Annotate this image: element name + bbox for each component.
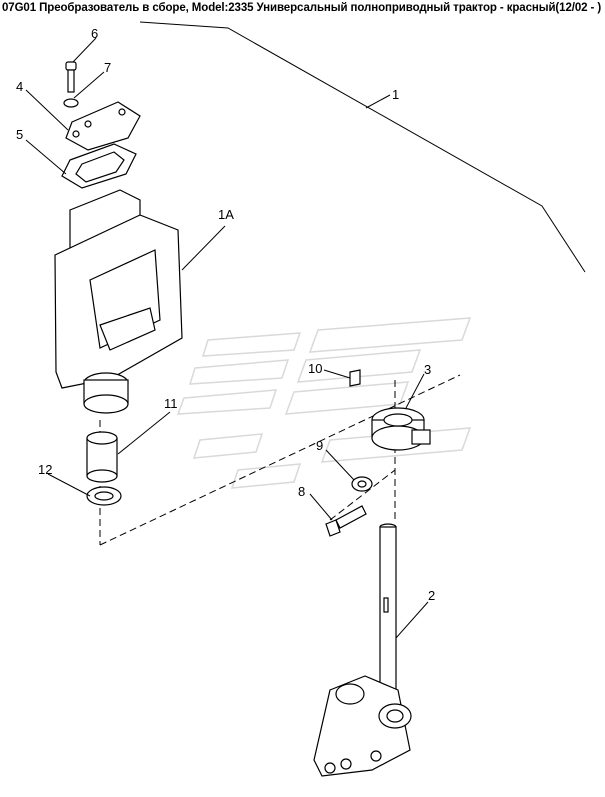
callout-12: 12 (38, 462, 52, 477)
callout-5: 5 (16, 127, 23, 142)
callout-7: 7 (104, 60, 111, 75)
callout-1a: 1A (218, 207, 234, 222)
clamp-collar-part-3 (371, 407, 431, 451)
screw-part-6 (65, 61, 77, 93)
lock-washer-part-7 (63, 98, 79, 108)
bolt-centerline (329, 469, 396, 521)
shaft-lever-part-2 (313, 523, 412, 777)
housing-part-1a (54, 189, 183, 414)
callout-4: 4 (16, 79, 23, 94)
callout-6: 6 (91, 26, 98, 41)
assembly-centerline (99, 374, 461, 546)
assembly-bracket-line (139, 21, 586, 273)
callout-8: 8 (298, 484, 305, 499)
leader-lines (25, 37, 429, 639)
gasket-part-5 (61, 143, 137, 189)
watermark-logo (176, 317, 472, 489)
bolt-part-8 (325, 505, 367, 537)
seal-part-12 (86, 486, 122, 506)
bushing-part-11 (86, 431, 118, 483)
callout-10: 10 (308, 361, 322, 376)
washer-part-9 (351, 476, 373, 492)
callout-3: 3 (424, 362, 431, 377)
callout-11: 11 (164, 396, 178, 411)
callout-2: 2 (428, 588, 435, 603)
diagram-title: 07G01 Преобразователь в сборе, Model:233… (2, 2, 602, 14)
callout-9: 9 (316, 438, 323, 453)
key-part-10 (349, 369, 361, 387)
cover-plate-part-4 (65, 101, 141, 151)
callout-1: 1 (392, 87, 399, 102)
